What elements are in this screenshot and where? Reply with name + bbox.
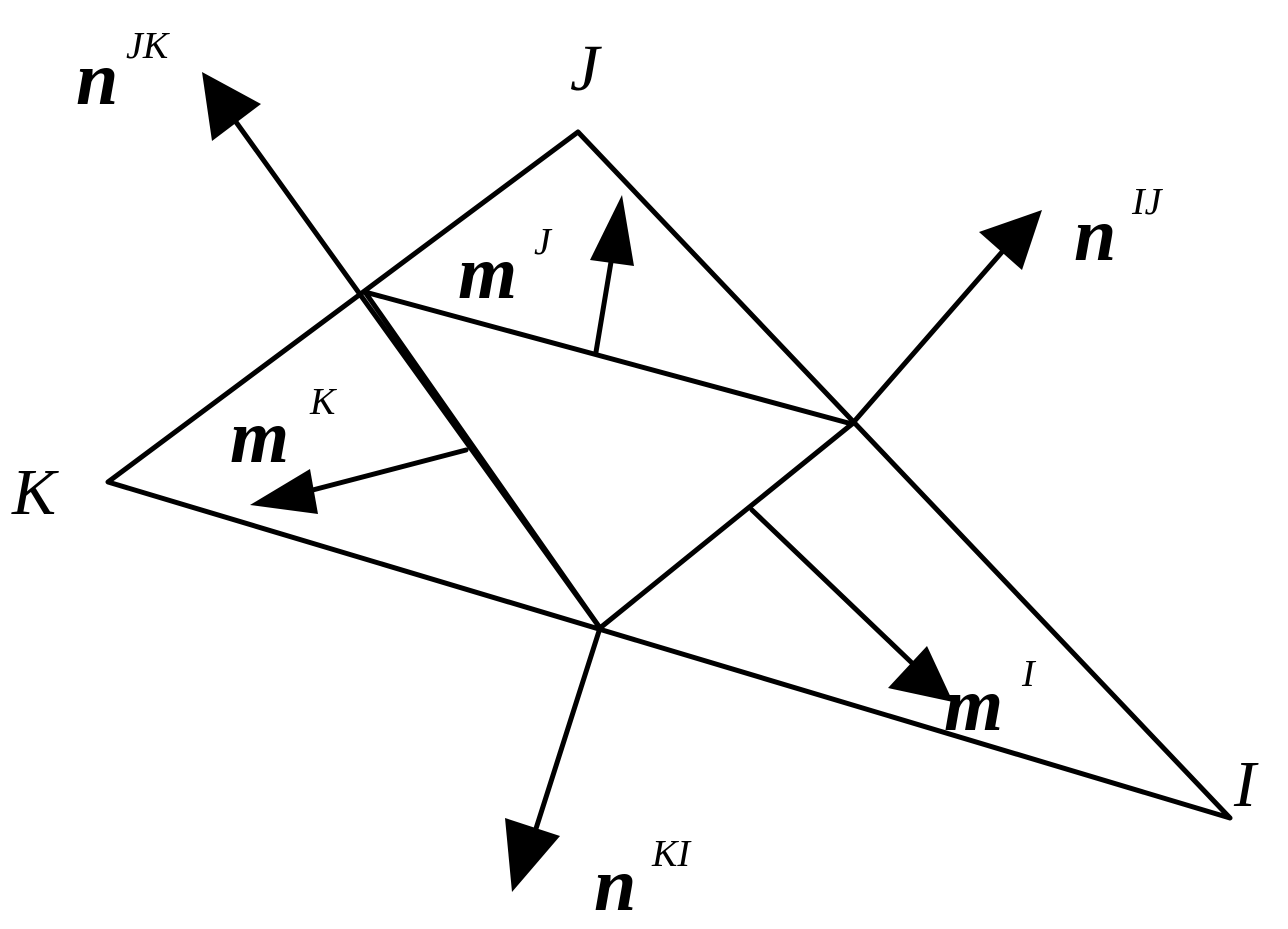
inner-triangle — [362, 289, 855, 631]
label-n-JK-base: n — [76, 37, 118, 121]
vector-mI-shaft — [749, 507, 915, 666]
normal-IJ-arrowhead — [979, 210, 1042, 270]
label-n-IJ-base: n — [1074, 193, 1116, 277]
label-m-I-base: m — [944, 663, 1003, 747]
normal-KI-arrowhead — [505, 818, 560, 892]
vertex-label-I: I — [1233, 748, 1259, 821]
normal-JK-arrowhead — [202, 72, 261, 141]
triangle-IJK — [105, 129, 1233, 821]
label-n-IJ-sup: IJ — [1131, 181, 1164, 223]
label-n-KI-base: n — [594, 843, 636, 927]
vector-mI-arrowhead — [888, 646, 953, 702]
label-m-K-base: m — [230, 395, 289, 479]
normal-IJ-shaft — [849, 249, 1005, 427]
label-m-I-sup: I — [1021, 653, 1037, 695]
vector-mJ-arrowhead — [590, 195, 634, 266]
label-n-KI-sup: KI — [651, 833, 692, 875]
vector-mK-arrowhead — [250, 469, 318, 514]
label-n-JK-sup: JK — [126, 25, 170, 67]
label-m-J-sup: J — [534, 221, 553, 263]
label-m-J-base: m — [458, 231, 517, 315]
normal-KI-shaft — [530, 625, 603, 841]
label-m-K-sup: K — [309, 381, 337, 423]
vector-mJ-shaft — [593, 247, 616, 355]
vertex-label-K: K — [11, 456, 59, 529]
vertex-label-J: J — [570, 32, 602, 105]
vector-mK-shaft — [302, 447, 469, 495]
normal-JK-shaft — [233, 119, 603, 631]
